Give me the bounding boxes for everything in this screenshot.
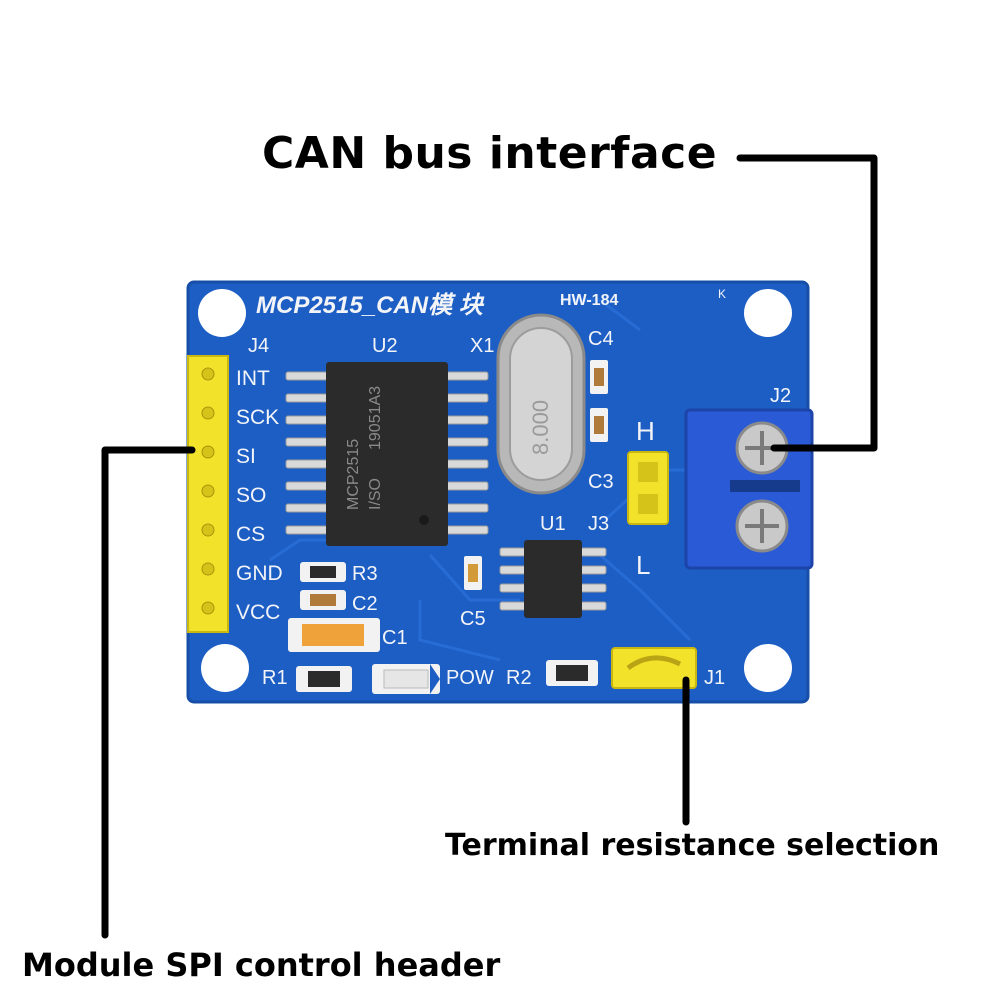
crystal-x1: 8.000 <box>496 313 586 495</box>
corner-mark: K <box>718 287 726 301</box>
led-pow <box>372 664 440 694</box>
callout-terminal-resistance: Terminal resistance selection <box>445 828 940 863</box>
callout-lines <box>101 154 878 939</box>
pin-label-int: INT <box>236 367 270 390</box>
callout-spi-header: Module SPI control header <box>22 946 501 984</box>
header-pins <box>201 367 215 615</box>
label-l: L <box>636 550 650 580</box>
label-c3: C3 <box>588 471 614 493</box>
pin-label-sck: SCK <box>236 406 279 429</box>
label-h: H <box>636 416 655 446</box>
smd-r2 <box>546 660 598 686</box>
pin-label-cs: CS <box>236 523 265 546</box>
leader-can-bus <box>736 154 878 452</box>
jumper-j1 <box>611 647 697 689</box>
callout-can-bus-interface: CAN bus interface <box>262 128 718 179</box>
label-j1: J1 <box>704 667 725 689</box>
label-u1: U1 <box>540 513 566 535</box>
label-c1: C1 <box>382 627 408 649</box>
chip-marking-1: MCP2515 <box>345 439 362 510</box>
label-c5: C5 <box>460 608 486 630</box>
label-x1: X1 <box>470 335 494 357</box>
smd-c4 <box>590 360 608 394</box>
smd-c1 <box>288 618 380 652</box>
crystal-marking: 8.000 <box>528 400 553 455</box>
mounting-hole-br <box>744 644 792 692</box>
label-c2: C2 <box>352 593 378 615</box>
pin-label-so: SO <box>236 484 266 507</box>
pin-label-gnd: GND <box>236 562 283 585</box>
pin-label-vcc: VCC <box>236 601 280 624</box>
spi-header <box>187 355 229 633</box>
smd-c2 <box>300 590 346 610</box>
mounting-hole-tl <box>198 289 246 337</box>
pin-label-si: SI <box>236 445 256 468</box>
chip-marking-2: I/SO <box>367 478 384 510</box>
label-c4: C4 <box>588 328 614 350</box>
mounting-hole-tr <box>744 289 792 337</box>
smd-r1 <box>296 666 352 692</box>
board-title: MCP2515_CAN模 块 <box>256 292 485 319</box>
label-r2: R2 <box>506 667 532 689</box>
mounting-hole-bl <box>201 644 249 692</box>
label-r1: R1 <box>262 667 288 689</box>
smd-r3 <box>300 562 346 582</box>
jumper-j3 <box>627 451 669 525</box>
label-r3: R3 <box>352 563 378 585</box>
chip-u1 <box>499 540 607 618</box>
terminal-block-j2 <box>684 408 814 570</box>
label-u2: U2 <box>372 335 398 357</box>
label-j4: J4 <box>248 335 269 357</box>
smd-c3 <box>590 408 608 442</box>
chip-u2: MCP2515 I/SO 19051A3 <box>285 362 489 546</box>
label-j2: J2 <box>770 385 791 407</box>
leader-spi-header <box>101 446 196 939</box>
label-pow: POW <box>446 667 494 689</box>
board-model: HW-184 <box>560 292 618 309</box>
smd-c5 <box>464 556 482 590</box>
chip-marking-3: 19051A3 <box>367 386 384 450</box>
label-j3: J3 <box>588 513 609 535</box>
